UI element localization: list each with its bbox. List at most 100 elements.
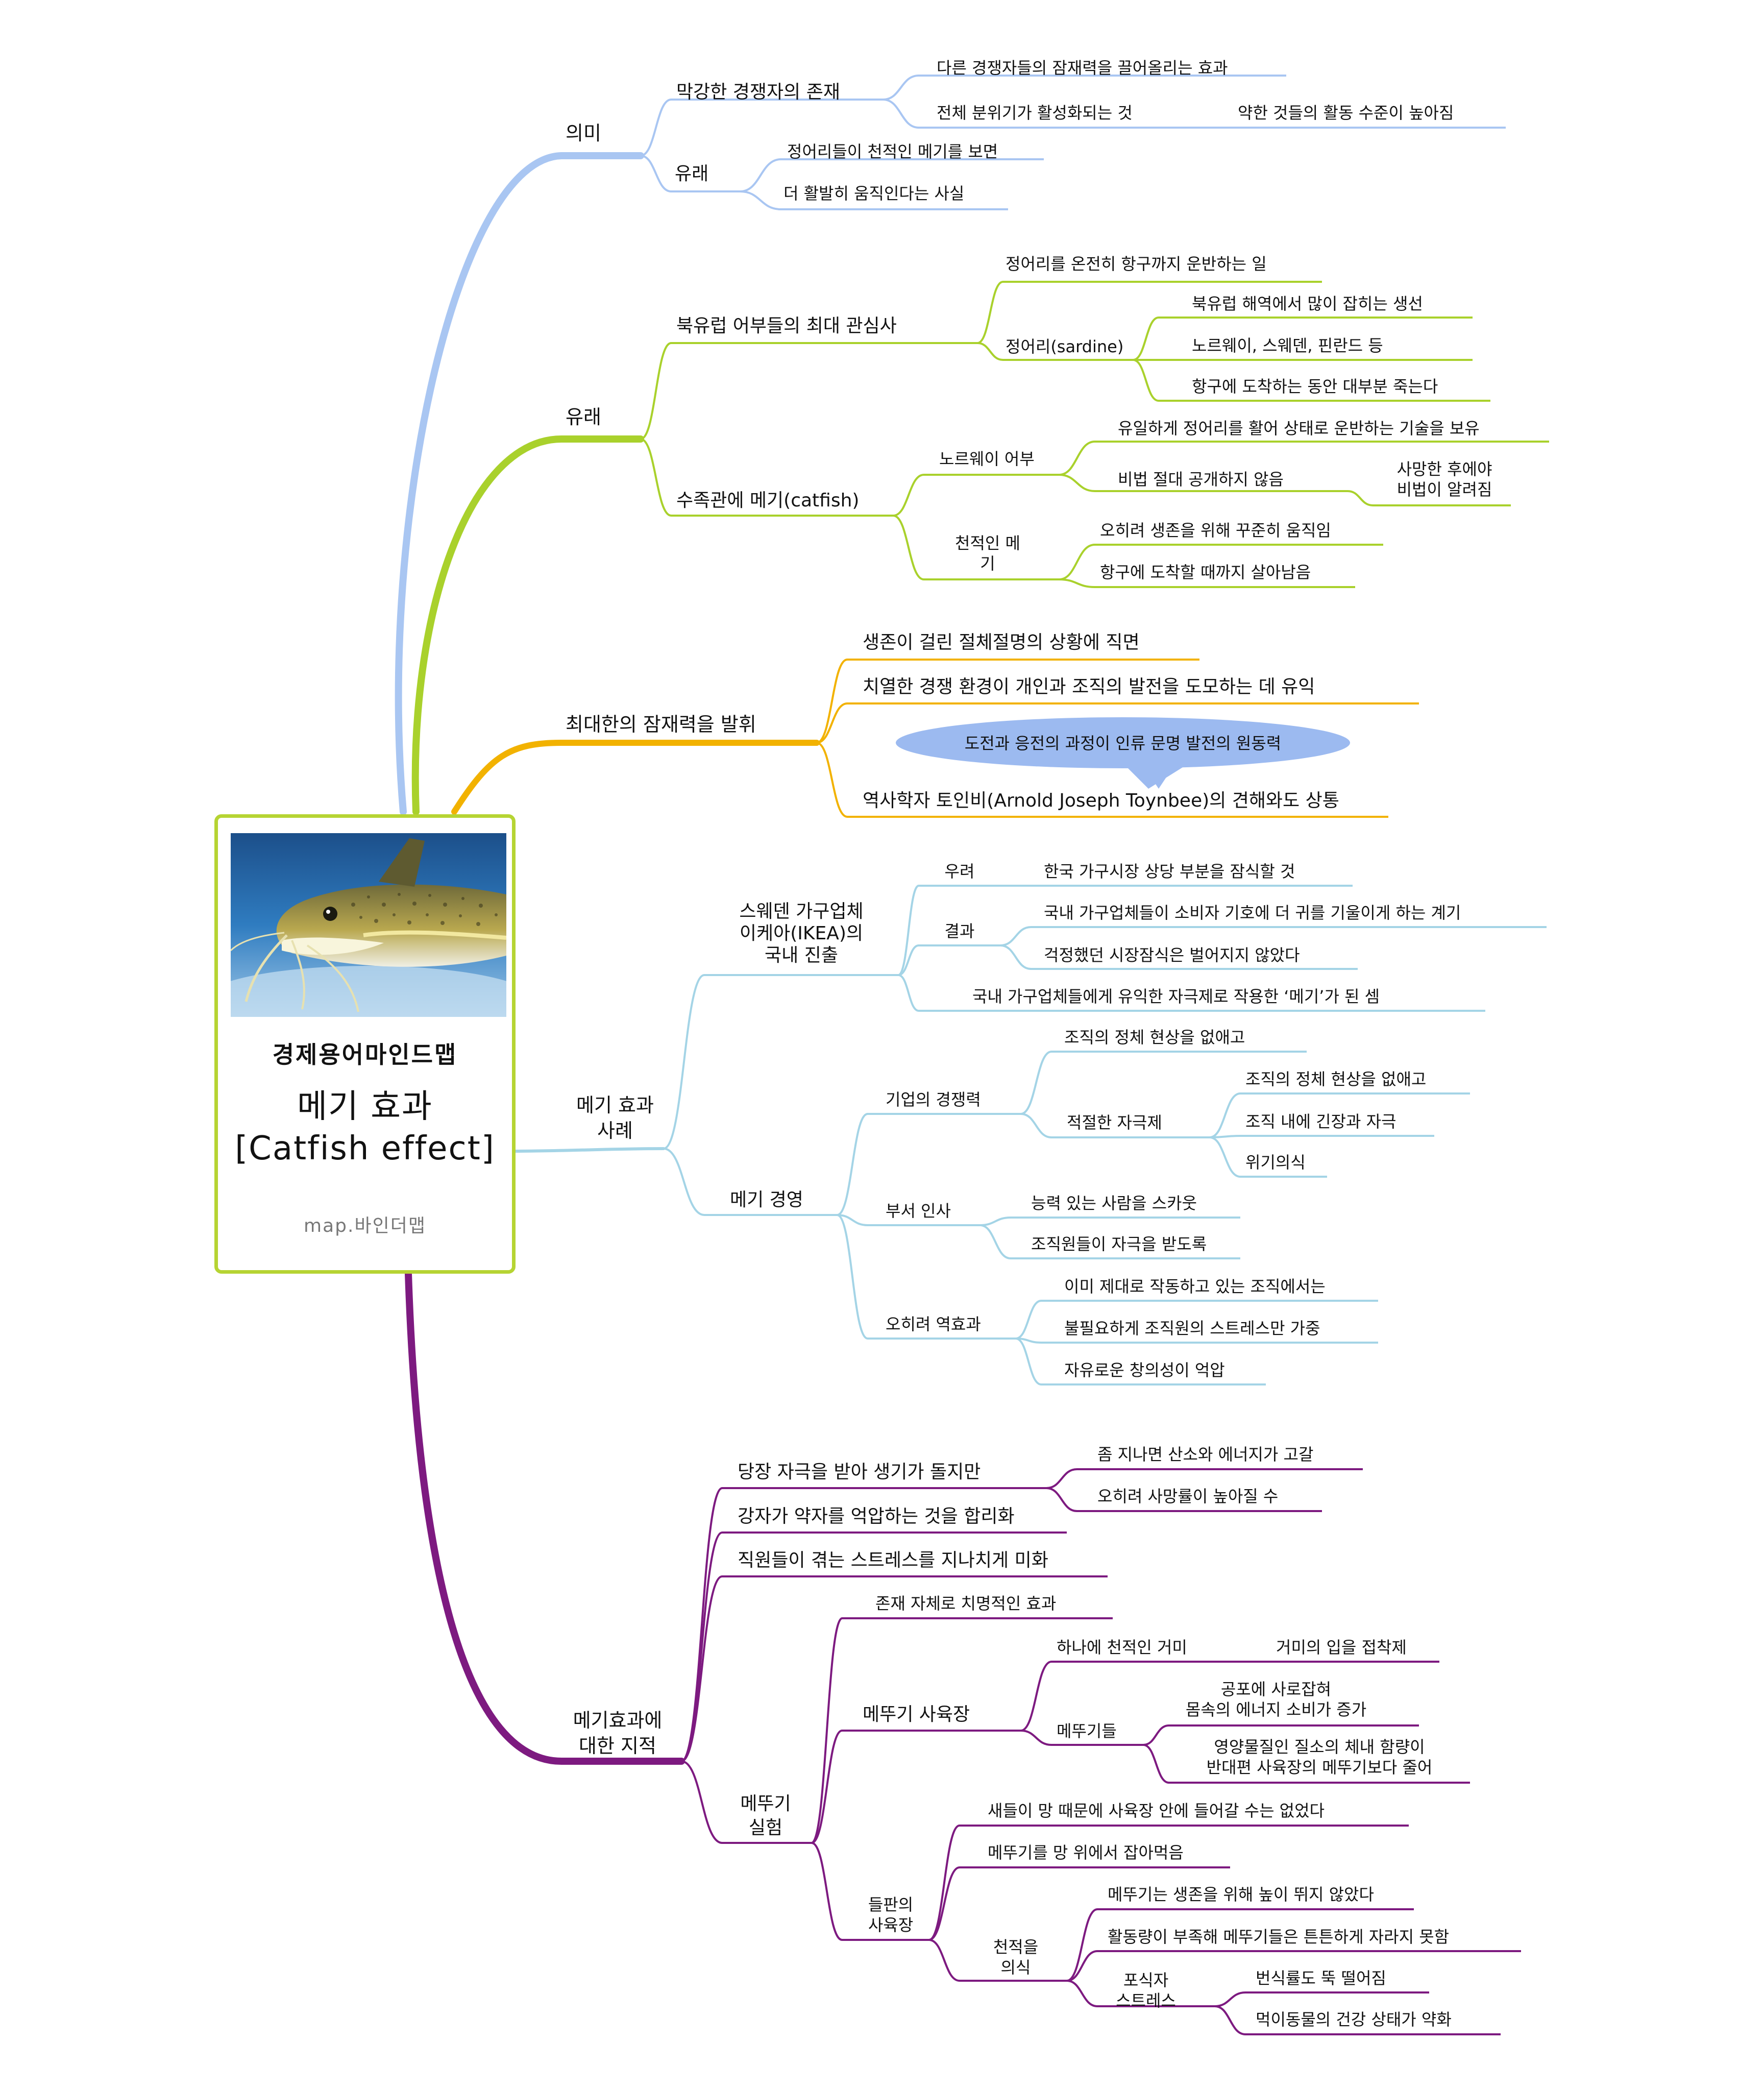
central-subtitle: 경제용어마인드맵 <box>272 1041 458 1068</box>
node-reproduction-drop[interactable]: 번식률도 뚝 떨어짐 <box>1256 1968 1386 1988</box>
central-title-line2: [Catfish effect] <box>235 1130 495 1168</box>
node-northern-fishermen[interactable]: 북유럽 어부들의 최대 관심사 <box>676 315 897 336</box>
node-secret-not-disclosed[interactable]: 비법 절대 공개하지 않음 <box>1118 470 1284 489</box>
node-creativity-suppressed[interactable]: 자유로운 창의성이 억압 <box>1064 1360 1225 1380</box>
node-birds-blocked[interactable]: 새들이 망 때문에 사육장 안에 들어갈 수는 없었다 <box>988 1801 1325 1820</box>
node-no-jump[interactable]: 메뚜기는 생존을 위해 높이 뛰지 않았다 <box>1108 1885 1374 1904</box>
node-ikea-2[interactable]: 이케아(IKEA)의 <box>740 923 863 944</box>
node-side-effect[interactable]: 오히려 역효과 <box>886 1315 981 1334</box>
node-sardines-see-catfish[interactable]: 정어리들이 천적인 메기를 보면 <box>787 142 998 161</box>
node-cases-2[interactable]: 사례 <box>597 1120 633 1142</box>
node-prey-health[interactable]: 먹이동물의 건강 상태가 약화 <box>1256 2010 1452 2029</box>
branch-potential-trunk <box>451 740 820 815</box>
node-corporate-competitiveness[interactable]: 기업의 경쟁력 <box>886 1090 981 1109</box>
callout-challenge-response[interactable]: 도전과 응전의 과정이 인류 문명 발전의 원동력 <box>965 734 1281 753</box>
node-sardine[interactable]: 정어리(sardine) <box>1006 337 1123 356</box>
node-lethal-presence[interactable]: 존재 자체로 치명적인 효과 <box>875 1594 1056 1613</box>
node-proper-stimulus[interactable]: 적절한 자극제 <box>1067 1113 1162 1132</box>
central-title-line1: 메기 효과 <box>297 1088 433 1126</box>
node-remove-stagnation[interactable]: 조직의 정체 현상을 없애고 <box>1064 1028 1245 1047</box>
node-tension[interactable]: 조직 내에 긴장과 자극 <box>1245 1112 1396 1131</box>
node-raise-potential[interactable]: 다른 경쟁자들의 잠재력을 끌어올리는 효과 <box>937 58 1228 78</box>
node-field-pen-2[interactable]: 사육장 <box>868 1915 913 1935</box>
branch-origin <box>640 281 1549 588</box>
node-concern-market[interactable]: 한국 가구시장 상당 부분을 잠식할 것 <box>1044 862 1295 881</box>
node-catfish-in-tank[interactable]: 수족관에 메기(catfish) <box>676 490 859 511</box>
node-mostly-die[interactable]: 항구에 도착하는 동안 대부분 죽는다 <box>1192 377 1438 396</box>
catfish-photo <box>231 833 506 1017</box>
node-ikea-1[interactable]: 스웨덴 가구업체 <box>739 901 863 922</box>
node-predator-stress-1[interactable]: 포식자 <box>1123 1971 1168 1990</box>
node-ikea-3[interactable]: 국내 진출 <box>765 945 838 966</box>
node-move-actively[interactable]: 더 활발히 움직인다는 사실 <box>783 184 964 203</box>
central-topic[interactable]: 경제용어마인드맵 메기 효과 [Catfish effect] map.바인더맵 <box>214 814 516 1274</box>
node-personnel[interactable]: 부서 인사 <box>886 1201 951 1221</box>
node-predator-stress-2[interactable]: 스트레스 <box>1116 1991 1176 2010</box>
node-keep-moving[interactable]: 오히려 생존을 위해 꾸준히 움직임 <box>1100 521 1331 540</box>
node-glorify-stress[interactable]: 직원들이 겪는 스트레스를 지나치게 미화 <box>738 1550 1048 1571</box>
node-unneeded-stress[interactable]: 불필요하게 조직원의 스트레스만 가중 <box>1064 1319 1320 1338</box>
node-natural-enemy-catfish-2[interactable]: 기 <box>980 554 995 573</box>
node-stimulate-members[interactable]: 조직원들이 자극을 받도록 <box>1031 1234 1207 1254</box>
node-transport-sardines[interactable]: 정어리를 온전히 항구까지 운반하는 일 <box>1006 254 1267 274</box>
node-meaning[interactable]: 의미 <box>566 122 601 144</box>
node-fear-1[interactable]: 공포에 사로잡혀 <box>1221 1680 1331 1699</box>
node-grasshopper-exp-2[interactable]: 실험 <box>749 1817 782 1838</box>
node-result[interactable]: 결과 <box>945 921 975 941</box>
node-cases-1[interactable]: 메기 효과 <box>576 1094 654 1116</box>
node-justify-oppression[interactable]: 강자가 약자를 억압하는 것을 합리화 <box>738 1506 1015 1527</box>
node-countries[interactable]: 노르웨이, 스웨덴, 핀란드 등 <box>1192 336 1383 355</box>
branch-potential <box>816 659 1419 818</box>
node-nitrogen-2[interactable]: 반대편 사육장의 메뚜기보다 줄어 <box>1207 1758 1433 1777</box>
node-spider[interactable]: 하나에 천적인 거미 <box>1057 1638 1187 1657</box>
node-survive-to-port[interactable]: 항구에 도착할 때까지 살아남음 <box>1100 563 1311 582</box>
branch-meaning <box>640 75 1506 210</box>
node-scout-talent[interactable]: 능력 있는 사람을 스카웃 <box>1031 1194 1197 1213</box>
node-field-pen-1[interactable]: 들판의 <box>868 1895 913 1914</box>
branch-meaning-trunk <box>395 152 644 815</box>
node-eaten-on-net[interactable]: 메뚜기를 망 위에서 잡아먹음 <box>988 1843 1184 1862</box>
node-grasshoppers[interactable]: 메뚜기들 <box>1057 1721 1117 1741</box>
node-short-stimulus[interactable]: 당장 자극을 받아 생기가 돌지만 <box>738 1462 981 1482</box>
node-grasshopper-pen[interactable]: 메뚜기 사육장 <box>863 1704 970 1725</box>
node-caught-in-north[interactable]: 북유럽 해역에서 많이 잡히는 생선 <box>1192 294 1423 313</box>
node-mortality-up[interactable]: 오히려 사망률이 높아질 수 <box>1097 1487 1278 1506</box>
node-catfish-management[interactable]: 메기 경영 <box>730 1189 803 1210</box>
node-fear-2[interactable]: 몸속의 에너지 소비가 증가 <box>1186 1700 1366 1719</box>
node-atmosphere-activated[interactable]: 전체 분위기가 활성화되는 것 <box>937 103 1133 123</box>
node-oxygen-depleted[interactable]: 좀 지나면 산소와 에너지가 고갈 <box>1097 1445 1313 1464</box>
node-remove-stagnation-2[interactable]: 조직의 정체 현상을 없애고 <box>1245 1069 1426 1089</box>
node-fierce-competition[interactable]: 치열한 경쟁 환경이 개인과 조직의 발전을 도모하는 데 유익 <box>863 676 1315 697</box>
node-max-potential[interactable]: 최대한의 잠재력을 발휘 <box>566 713 756 736</box>
node-live-transport-tech[interactable]: 유일하게 정어리를 활어 상태로 운반하는 기술을 보유 <box>1118 419 1480 438</box>
node-nitrogen-1[interactable]: 영양물질인 질소의 체내 함량이 <box>1214 1737 1425 1757</box>
node-revealed-after-death-2[interactable]: 비법이 알려짐 <box>1397 480 1492 499</box>
node-weak-growth[interactable]: 활동량이 부족해 메뚜기들은 튼튼하게 자라지 못함 <box>1108 1927 1449 1947</box>
node-spider-mouth-glued[interactable]: 거미의 입을 접착제 <box>1276 1638 1407 1657</box>
node-weak-activity-up[interactable]: 약한 것들의 활동 수준이 높아짐 <box>1238 103 1454 123</box>
node-life-or-death[interactable]: 생존이 걸린 절체절명의 상황에 직면 <box>863 632 1140 653</box>
node-natural-enemy-catfish-1[interactable]: 천적인 메 <box>955 533 1020 553</box>
node-origin[interactable]: 유래 <box>566 406 601 428</box>
credit-text: map.바인더맵 <box>304 1215 426 1236</box>
node-predator-aware-1[interactable]: 천적을 <box>993 1937 1038 1957</box>
node-meaning-origin[interactable]: 유래 <box>675 163 708 184</box>
node-norway-fisherman[interactable]: 노르웨이 어부 <box>939 449 1035 469</box>
node-concern[interactable]: 우려 <box>945 862 975 881</box>
node-predator-aware-2[interactable]: 의식 <box>1001 1958 1031 1977</box>
node-ikea-catfish[interactable]: 국내 가구업체들에게 유익한 자극제로 작용한 ‘메기’가 된 셈 <box>972 987 1380 1006</box>
branch-cases <box>663 885 1547 1385</box>
node-result-consumer[interactable]: 국내 가구업체들이 소비자 기호에 더 귀를 기울이게 하는 계기 <box>1044 903 1461 922</box>
node-critique-1[interactable]: 메기효과에 <box>573 1709 663 1732</box>
central-title: 메기 효과 [Catfish effect] <box>218 1086 512 1170</box>
node-critique-2[interactable]: 대한 지적 <box>579 1735 656 1757</box>
node-result-no-erosion[interactable]: 걱정했던 시장잠식은 벌어지지 않았다 <box>1044 945 1300 965</box>
node-working-org[interactable]: 이미 제대로 작동하고 있는 조직에서는 <box>1064 1277 1326 1296</box>
node-crisis-awareness[interactable]: 위기의식 <box>1245 1153 1306 1172</box>
node-revealed-after-death-1[interactable]: 사망한 후에야 <box>1397 459 1492 479</box>
branch-cases-trunk <box>514 1147 665 1153</box>
node-grasshopper-exp-1[interactable]: 메뚜기 <box>740 1793 791 1814</box>
node-strong-competitor[interactable]: 막강한 경쟁자의 존재 <box>676 82 840 103</box>
node-toynbee[interactable]: 역사학자 토인비(Arnold Joseph Toynbee)의 견해와도 상통 <box>863 790 1339 811</box>
